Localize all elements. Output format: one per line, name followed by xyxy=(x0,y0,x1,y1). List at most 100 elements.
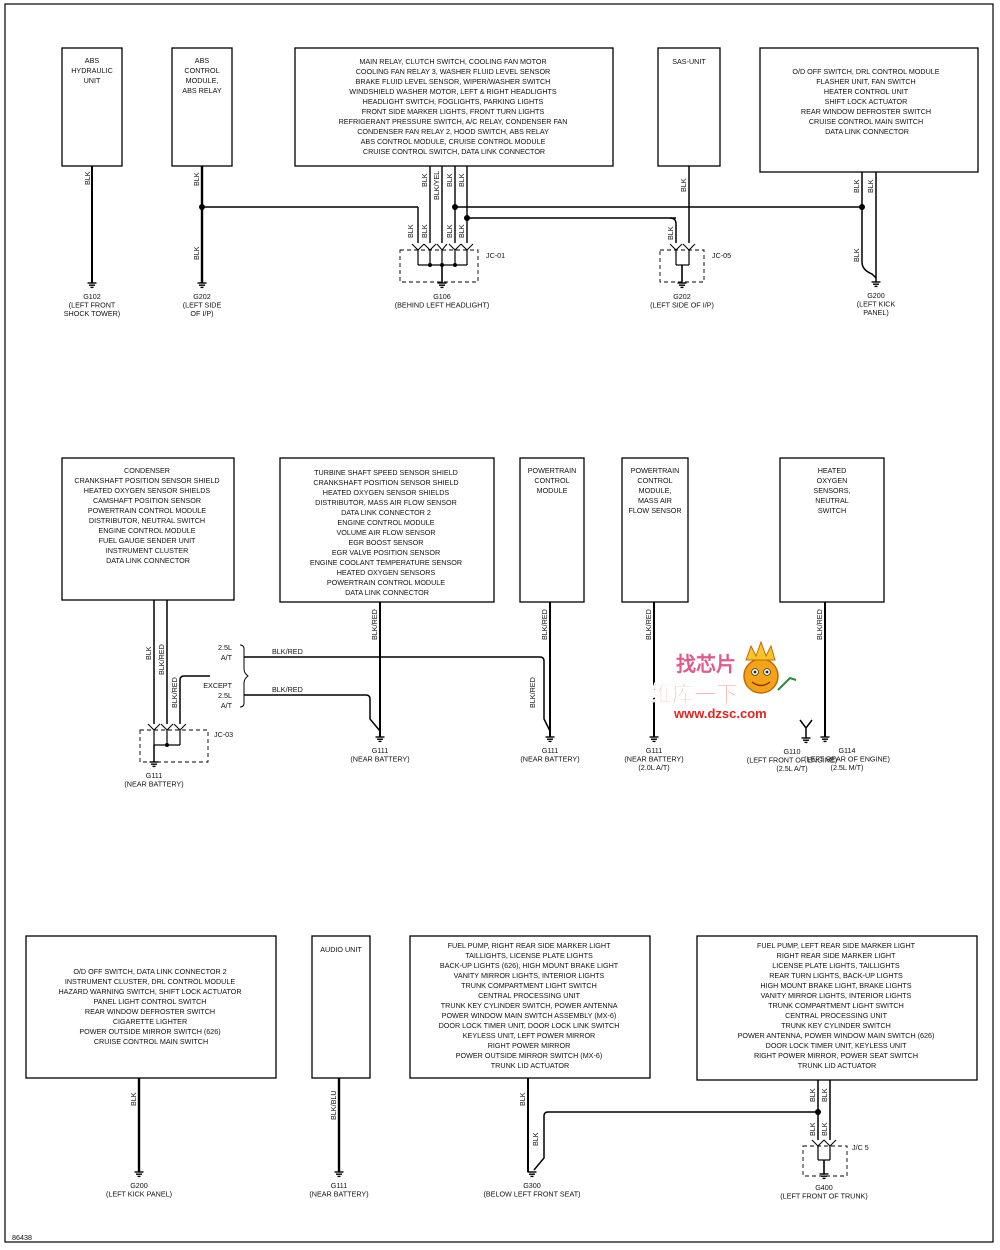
svg-text:SAS-UNIT: SAS-UNIT xyxy=(672,57,706,66)
svg-text:BLK: BLK xyxy=(445,224,454,238)
ground-label: G110(LEFT FRONT OF ENGINE)(2.5L A/T) xyxy=(747,747,837,773)
svg-text:BLK: BLK xyxy=(808,1122,817,1136)
svg-text:O/D OFF SWITCH, DATA LINK CONN: O/D OFF SWITCH, DATA LINK CONNECTOR 2 IN… xyxy=(58,967,243,1046)
ground-label: G202(LEFT SIDE OF I/P) xyxy=(650,292,714,310)
wire-label: BLK xyxy=(83,171,92,185)
svg-text:BLK/RED: BLK/RED xyxy=(644,609,653,640)
svg-text:BLK: BLK xyxy=(406,224,415,238)
svg-text:BLK: BLK xyxy=(129,1092,138,1106)
audio-unit: AUDIO UNIT BLK/BLU xyxy=(311,935,371,1172)
turbine-sensor-module: TURBINE SHAFT SPEED SENSOR SHIELD CRANKS… xyxy=(279,457,495,737)
ground-label: G106(BEHIND LEFT HEADLIGHT) xyxy=(395,292,490,310)
svg-text:J/C 5: J/C 5 xyxy=(852,1143,869,1152)
svg-text:FUEL PUMP, LEFT REAR SIDE MARK: FUEL PUMP, LEFT REAR SIDE MARKER LIGHT R… xyxy=(738,941,937,1070)
document-number: 86438 xyxy=(12,1233,32,1242)
fuel-pump-left-module: FUEL PUMP, LEFT REAR SIDE MARKER LIGHT R… xyxy=(696,935,978,1177)
watermark-line1: 维库一下 xyxy=(650,682,738,708)
svg-text:BLK/RED: BLK/RED xyxy=(540,609,549,640)
connector-pins xyxy=(411,243,474,283)
svg-text:JC-05: JC-05 xyxy=(712,251,731,260)
page-border xyxy=(4,3,994,1243)
svg-text:BLK: BLK xyxy=(192,246,201,260)
svg-text:BLK/RED: BLK/RED xyxy=(157,644,166,675)
ground-label: G400(LEFT FRONT OF TRUNK) xyxy=(780,1183,867,1201)
svg-text:BLK: BLK xyxy=(866,179,875,193)
svg-text:BLK: BLK xyxy=(531,1132,540,1146)
svg-text:BLK: BLK xyxy=(852,179,861,193)
watermark-logo-chars: 找芯片 xyxy=(676,652,736,676)
svg-text:BLK: BLK xyxy=(518,1092,527,1106)
svg-text:BLK: BLK xyxy=(457,173,466,187)
svg-text:BLK/RED: BLK/RED xyxy=(528,677,537,708)
svg-text:BLK: BLK xyxy=(144,646,153,660)
svg-text:BLK: BLK xyxy=(192,172,201,186)
ground-symbol: G114(LEFT REAR OF ENGINE)(2.5L M/T) xyxy=(804,736,890,772)
ground-label: G111(NEAR BATTERY) xyxy=(124,771,183,789)
condenser-module: CONDENSER CRANKSHAFT POSITION SENSOR SHI… xyxy=(61,457,235,763)
ground-symbol: G111(NEAR BATTERY)(2.0L A/T) xyxy=(624,736,684,772)
mascot-logo-icon xyxy=(743,640,797,694)
jc-label: JC-01 xyxy=(486,251,505,260)
svg-text:BLK/RED: BLK/RED xyxy=(370,609,379,640)
abs-hydraulic-line: HYDRAULIC xyxy=(71,66,113,75)
ground-symbol: G202(LEFT SIDE OF I/P) xyxy=(650,282,714,310)
ground-symbol: G200(LEFT KICK PANEL) xyxy=(106,1171,172,1199)
svg-text:O/D OFF SWITCH, DRL CONTROL MO: O/D OFF SWITCH, DRL CONTROL MODULE FLASH… xyxy=(792,67,941,136)
svg-text:JC-03: JC-03 xyxy=(214,730,233,739)
svg-text:BLK/YEL: BLK/YEL xyxy=(432,171,441,200)
ground-label: G300(BELOW LEFT FRONT SEAT) xyxy=(483,1181,580,1199)
svg-text:BLK/RED: BLK/RED xyxy=(272,685,303,694)
svg-text:FUEL PUMP, RIGHT REAR SIDE MAR: FUEL PUMP, RIGHT REAR SIDE MARKER LIGHT … xyxy=(439,941,622,1070)
svg-text:MAIN RELAY, CLUTCH SWITCH, COO: MAIN RELAY, CLUTCH SWITCH, COOLING FAN M… xyxy=(339,57,570,156)
dzsc-watermark: 找芯片 维库一下 www.dzsc.com xyxy=(650,640,797,721)
watermark-line2: www.dzsc.com xyxy=(673,706,767,721)
fuel-pump-right-module: FUEL PUMP, RIGHT REAR SIDE MARKER LIGHT … xyxy=(409,935,818,1172)
svg-text:BLK: BLK xyxy=(420,224,429,238)
od-off-switch-module-2: O/D OFF SWITCH, DATA LINK CONNECTOR 2 IN… xyxy=(25,935,277,1172)
svg-text:CONDENSER CRANKSHAFT POS: CONDENSER CRANKSHAFT POSITION SENSOR SHI… xyxy=(74,466,221,565)
ground-symbol: G111(NEAR BATTERY) xyxy=(124,761,184,789)
ground-label: G200(LEFT KICK PANEL) xyxy=(106,1181,172,1199)
svg-text:BLK/BLU: BLK/BLU xyxy=(329,1090,338,1120)
svg-text:BLK: BLK xyxy=(820,1088,829,1102)
ground-label: G111(NEAR BATTERY) xyxy=(350,746,409,764)
svg-text:BLK: BLK xyxy=(420,173,429,187)
ground-symbol: G110(LEFT FRONT OF ENGINE)(2.5L A/T) xyxy=(747,737,837,773)
ground-symbol: G111(NEAR BATTERY) xyxy=(520,736,580,764)
main-relay-module: MAIN RELAY, CLUTCH SWITCH, COOLING FAN M… xyxy=(294,47,862,283)
ground-label: G111(NEAR BATTERY) xyxy=(309,1181,368,1199)
abs-hydraulic-line: UNIT xyxy=(84,76,101,85)
od-off-switch-module: O/D OFF SWITCH, DRL CONTROL MODULE FLASH… xyxy=(759,47,979,282)
abs-hydraulic-line: ABS xyxy=(85,56,100,65)
ground-label: G111(NEAR BATTERY)(2.0L A/T) xyxy=(624,746,683,772)
ground-symbol: G300(BELOW LEFT FRONT SEAT) xyxy=(483,1171,581,1199)
svg-text:BLK/RED: BLK/RED xyxy=(170,677,179,708)
ground-symbol: G111(NEAR BATTERY) xyxy=(309,1171,369,1199)
ground-symbol: G106(BEHIND LEFT HEADLIGHT) xyxy=(395,282,490,310)
svg-text:BLK: BLK xyxy=(457,224,466,238)
svg-text:AUDIO UNIT: AUDIO UNIT xyxy=(320,945,362,954)
ground-label: G111(NEAR BATTERY) xyxy=(520,746,579,764)
ground-symbol: G111(NEAR BATTERY) xyxy=(350,736,410,764)
svg-text:BLK: BLK xyxy=(666,226,675,240)
svg-text:BLK: BLK xyxy=(820,1122,829,1136)
